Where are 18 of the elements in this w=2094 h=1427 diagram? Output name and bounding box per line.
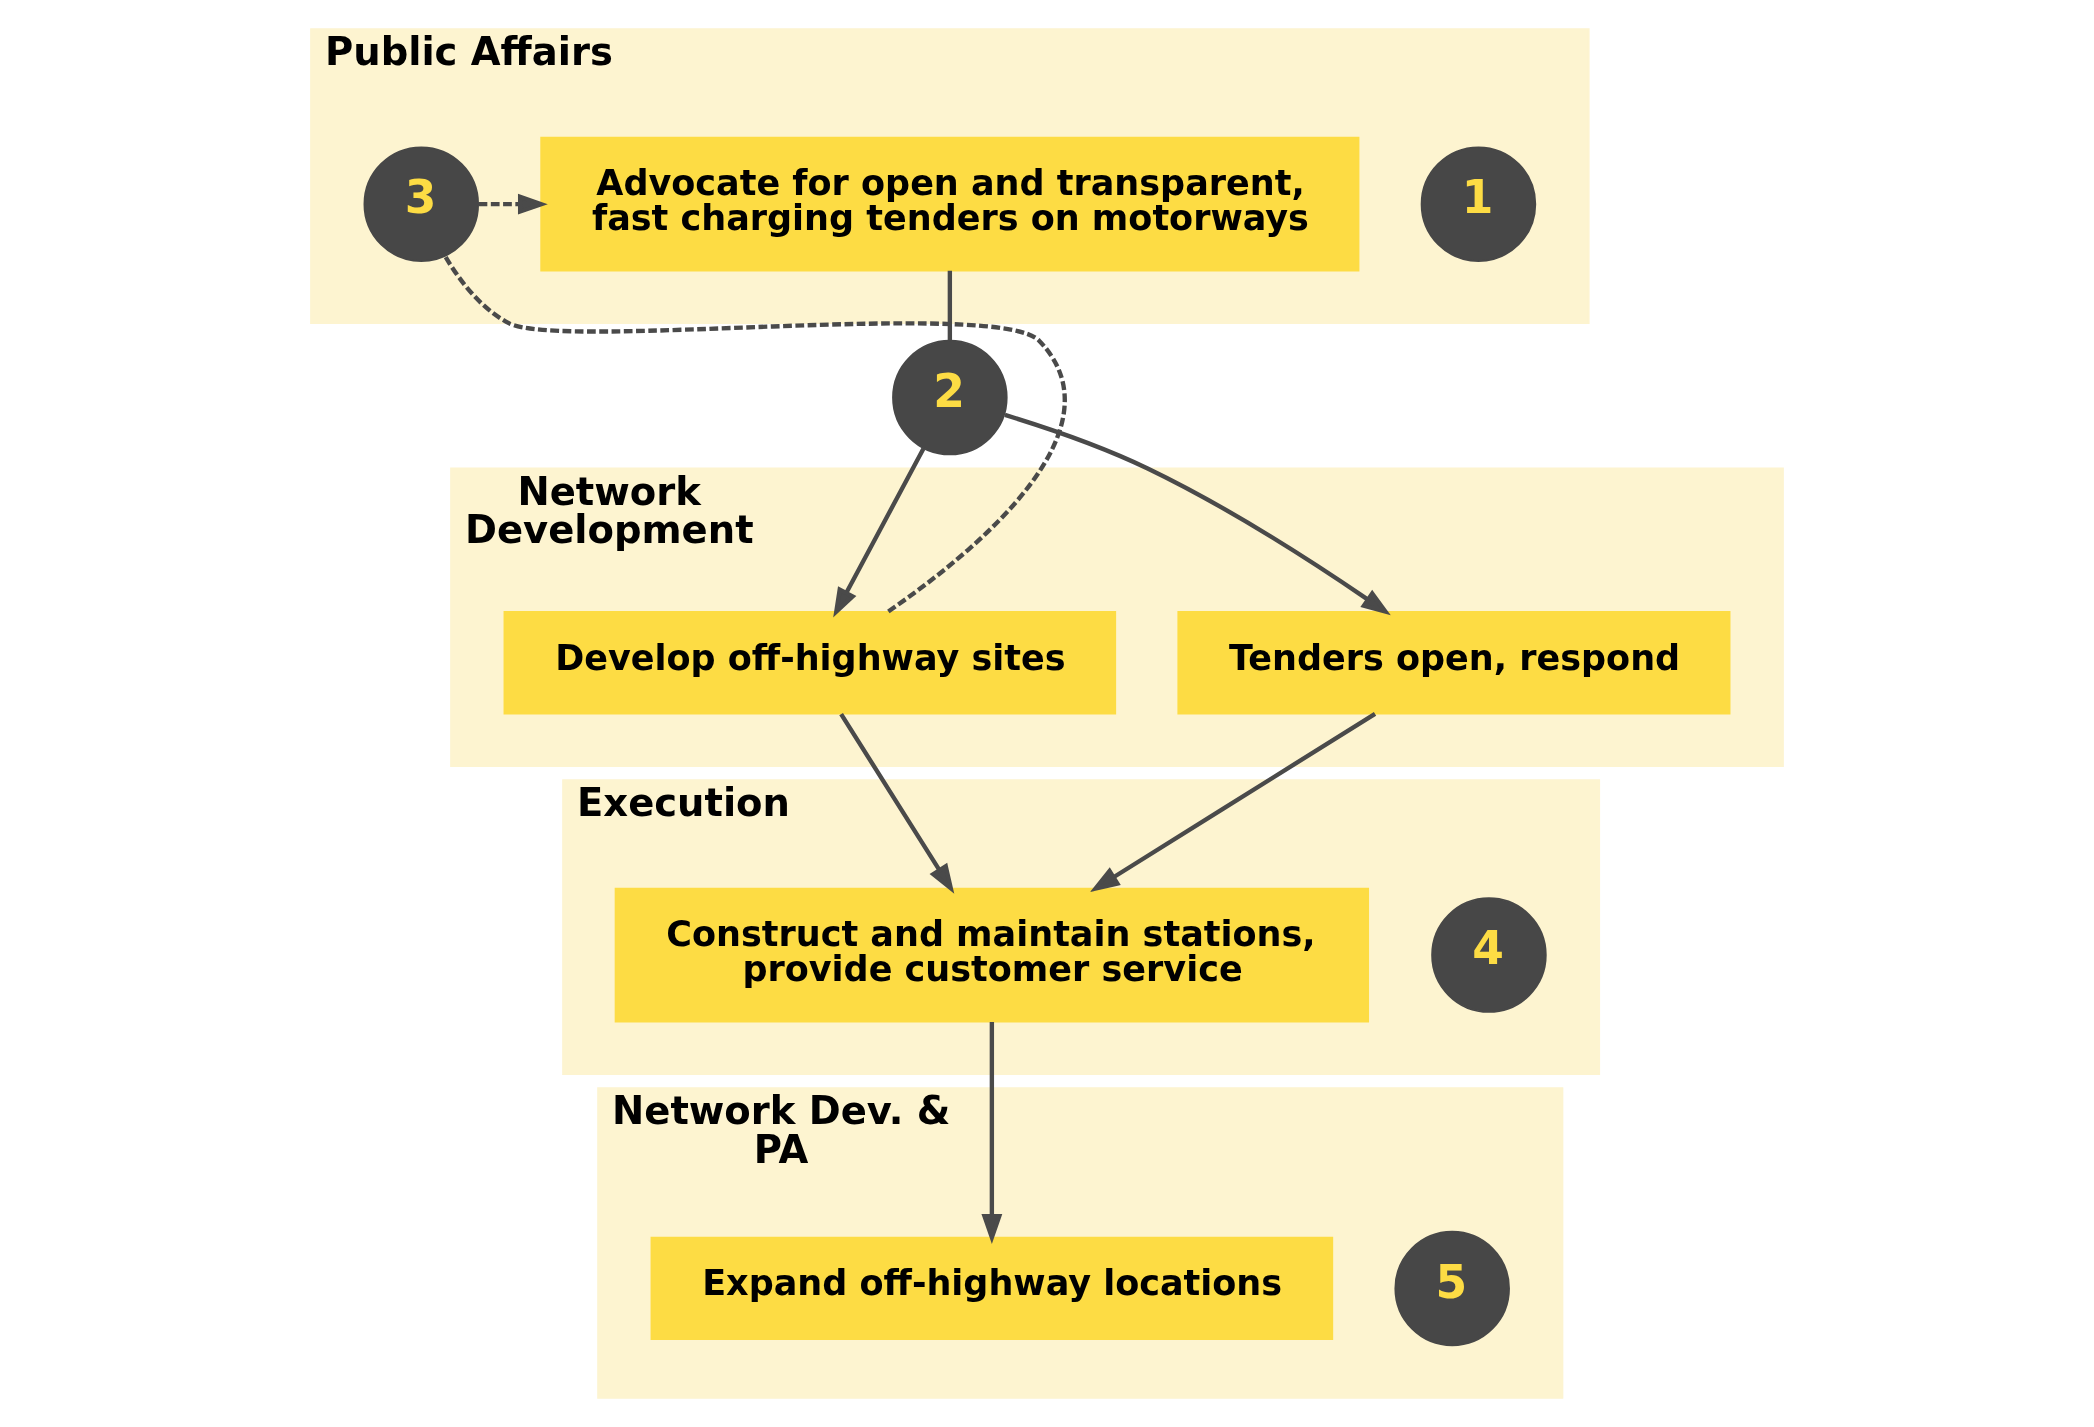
node-box: Advocate for open and transparent, fast charging tenders on motorways [540, 136, 1360, 272]
node-circle: 1 [1420, 146, 1537, 262]
node-box: Tenders open, respond [1177, 611, 1731, 715]
node-box: Develop off-highway sites [503, 611, 1117, 715]
arrow [1004, 412, 1391, 616]
node-box: Expand off-highway locations [650, 1236, 1334, 1341]
node-circle: 2 [892, 339, 1008, 456]
node-circle: 4 [1431, 897, 1547, 1013]
arrow [1090, 711, 1377, 892]
node-box: Construct and maintain stations, provide customer service [614, 887, 1370, 1023]
node-circle: 5 [1394, 1230, 1510, 1347]
connector [947, 270, 953, 341]
arrow [839, 712, 955, 894]
arrow [833, 447, 926, 618]
connector [443, 255, 1067, 614]
node-circle: 3 [363, 146, 480, 262]
arrow [478, 193, 548, 215]
arrow [981, 1021, 1003, 1244]
